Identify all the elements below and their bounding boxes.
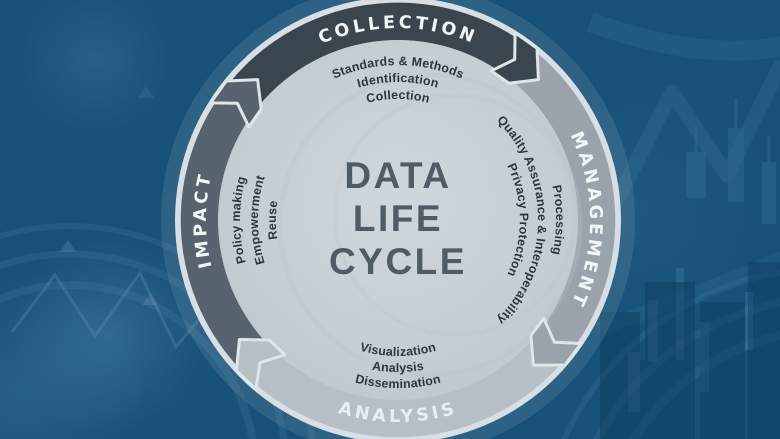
band-analysis xyxy=(236,340,560,438)
impact-item: Empowerment xyxy=(247,174,268,267)
arrow-collection-to-management-icon xyxy=(489,31,540,85)
light-sweep xyxy=(586,12,780,61)
glow-blob xyxy=(15,0,175,140)
candlestick-chart xyxy=(686,98,776,224)
management-item: Processing xyxy=(549,184,567,257)
swirl-arcs-left xyxy=(0,223,316,439)
center-title: DATA LIFE CYCLE xyxy=(329,155,467,282)
data-life-cycle-diagram: COLLECTION MANAGEMENT ANALYSIS IMPACT St… xyxy=(161,0,635,439)
band-impact xyxy=(180,80,265,366)
triangle-marker xyxy=(138,86,154,98)
center-title-line3: CYCLE xyxy=(329,241,467,282)
center-title-line1: DATA xyxy=(344,155,451,196)
inner-texture-arc xyxy=(333,93,577,337)
collection-item: Identification xyxy=(355,71,440,91)
glow-blob xyxy=(0,270,145,439)
impact-item: Policy making xyxy=(229,175,249,266)
inner-texture-arc xyxy=(277,72,583,378)
inner-circle xyxy=(218,40,578,400)
triangle-marker xyxy=(60,240,76,252)
zigzag-line-topright xyxy=(605,58,780,214)
analysis-item: Analysis xyxy=(371,359,424,375)
impact-item: Reuse xyxy=(265,200,280,241)
analysis-item: Dissemination xyxy=(354,372,442,391)
band-management xyxy=(513,53,616,366)
center-title-line2: LIFE xyxy=(353,198,443,239)
arrow-management-to-analysis-icon xyxy=(529,316,583,367)
arrow-impact-to-collection-icon xyxy=(209,78,263,129)
band-collection xyxy=(231,2,538,105)
zigzag-line-bottomleft xyxy=(10,270,217,350)
triangle-marker xyxy=(142,293,158,305)
segment-label-impact: IMPACT xyxy=(191,170,217,270)
arrow-analysis-to-impact-icon xyxy=(234,338,287,391)
analysis-item: Visualization xyxy=(359,340,438,359)
outer-halo xyxy=(161,0,635,439)
city-skyline xyxy=(600,262,780,439)
